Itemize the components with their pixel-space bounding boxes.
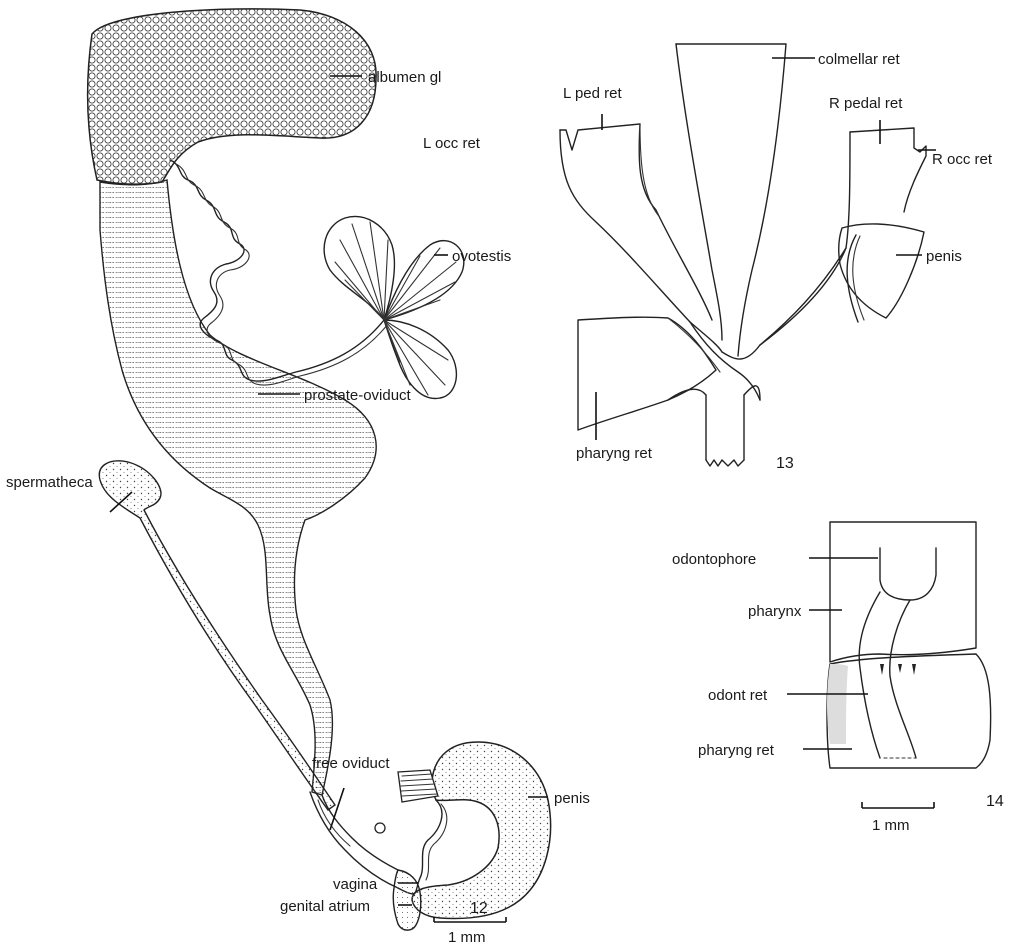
label-penis-fig13: penis: [926, 248, 962, 265]
penis-shape-fig12: [412, 742, 551, 918]
columellar-retractor-shape: [676, 44, 786, 356]
label-genital-atrium: genital atrium: [280, 898, 370, 915]
label-r-pedal-ret: R pedal ret: [829, 95, 903, 112]
vagina-atrium-shape: [393, 870, 421, 930]
scale-label-fig12: 1 mm: [448, 929, 486, 946]
pharyngeal-retractor-shape: [578, 317, 716, 430]
label-pharynx: pharynx: [748, 603, 802, 620]
retractor-stem: [706, 395, 744, 460]
label-ovotestis: ovotestis: [452, 248, 511, 265]
scale-bar-fig12: 1 mm: [434, 917, 506, 946]
odontophore-shape: [880, 548, 936, 600]
figure-14-pharynx: odontophore pharynx odont ret pharyng re…: [672, 522, 1004, 834]
label-r-occ-ret: R occ ret: [932, 151, 993, 168]
figure-number-13: 13: [776, 455, 794, 472]
label-albumen-gland: albumen gl: [368, 69, 441, 86]
ovotestis-shape: [324, 217, 464, 399]
pharynx-lower-block: [827, 654, 991, 768]
oviduct-node: [375, 823, 385, 833]
figure-number-14: 14: [986, 793, 1004, 810]
label-prostate-oviduct: prostate-oviduct: [304, 387, 412, 404]
label-vagina: vagina: [333, 876, 378, 893]
odont-retractor-shape: [859, 592, 880, 758]
scale-label-fig14: 1 mm: [872, 817, 910, 834]
label-l-occ-ret: L occ ret: [423, 135, 481, 152]
label-free-oviduct: free oviduct: [312, 755, 390, 772]
figure-number-12: 12: [470, 900, 488, 917]
fig13-leader-lines: [596, 58, 936, 440]
label-odontophore: odontophore: [672, 551, 756, 568]
scale-bar-fig14: 1 mm: [862, 802, 934, 834]
label-pharyng-ret-fig13: pharyng ret: [576, 445, 653, 462]
pharynx-teeth: [880, 664, 916, 675]
label-odont-ret: odont ret: [708, 687, 768, 704]
label-penis-fig12: penis: [554, 790, 590, 807]
penial-retractor-muscle: [398, 770, 438, 802]
label-l-ped-ret: L ped ret: [563, 85, 622, 102]
figure-12-reproductive-system: albumen gl ovotestis prostate-oviduct sp…: [6, 9, 590, 946]
label-pharyng-ret-fig14: pharyng ret: [698, 742, 775, 759]
albumen-gland-shape: [88, 9, 376, 184]
left-pedal-retractor-shape: [560, 124, 712, 320]
right-pedal-retractor-shape: [850, 128, 926, 212]
label-spermatheca: spermatheca: [6, 474, 93, 491]
label-colmellar-ret: colmellar ret: [818, 51, 901, 68]
pharynx-upper-block: [830, 522, 976, 662]
